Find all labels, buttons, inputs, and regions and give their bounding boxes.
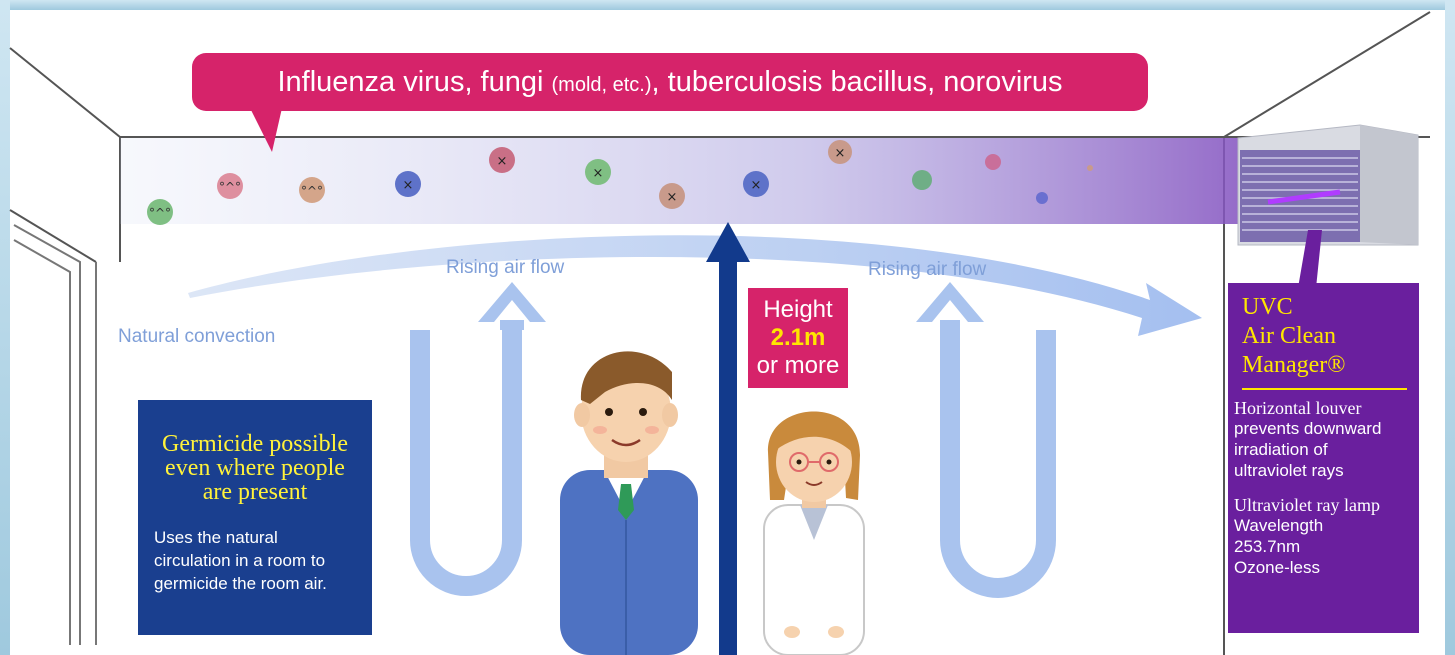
height-label: Height [763,296,833,323]
svg-text:×: × [593,166,604,181]
uvc-louver-line: ultraviolet rays [1234,461,1344,480]
uvc-lamp-title: Ultraviolet ray lamp [1234,495,1380,515]
germicide-description: Uses the natural circulation in a room t… [154,526,372,595]
uv-irradiation-band [120,138,1360,224]
rising-flow-right-arrow [940,320,1056,598]
uvc-lamp-line: Wavelength [1234,516,1324,535]
callout-paren: (mold, etc.) [551,74,652,96]
uvc-divider [1242,388,1407,390]
height-box: Height 2.1m or more [748,288,848,388]
microbe-icon: °^° [147,199,173,225]
microbe-icon [1036,192,1048,204]
germicide-desc-line: germicide the room air. [154,574,327,593]
rising-air-flow-label-left: Rising air flow [446,257,565,278]
height-arrow-head [706,222,750,262]
outer-frame-top [0,0,1455,10]
callout-main: Influenza virus, fungi [277,66,544,98]
microbe-icon: × [743,171,769,197]
callout-rest: , tuberculosis bacillus, norovirus [651,66,1063,98]
uvc-name-line: UVC [1242,294,1293,320]
uvc-louver-line: prevents downward [1234,419,1382,438]
uvc-pointer [1298,230,1322,288]
microbe-icon: × [659,183,685,209]
svg-text:×: × [403,178,414,193]
germicide-title-line: are present [202,479,308,505]
height-arrow-shaft [719,258,737,655]
uvc-name-line: Air Clean [1242,323,1336,349]
svg-text:°^°: °^° [219,180,241,194]
microbe-icon: × [395,171,421,197]
outer-frame-right [1445,0,1455,655]
woman-figure [763,411,865,655]
uvc-device-icon [1237,124,1419,246]
svg-text:×: × [835,146,846,161]
uvc-name-line: Manager® [1242,352,1346,378]
microbe-icon: × [585,159,611,185]
microbe-icons: °^° °^° °^° × × × × × × [147,140,1093,225]
uvc-lamp-line: 253.7nm [1234,537,1301,556]
rising-flow-left-arrow [410,320,522,596]
microbe-icon: °^° [299,177,325,203]
svg-text:°^°: °^° [301,184,323,198]
germicide-title-line: even where people [165,455,345,481]
door-frame [13,224,97,645]
uvc-lamp-line: Ozone-less [1234,558,1320,577]
uvc-product-name: UVC Air Clean Manager® [1242,293,1419,380]
svg-text:×: × [667,190,678,205]
uvc-info-box: UVC Air Clean Manager® Horizontal louver… [1228,283,1419,633]
height-suffix: or more [756,352,840,379]
natural-convection-arrow [188,235,1202,336]
germicide-title-line: Germicide possible [162,431,348,457]
microbe-callout-banner: Influenza virus, fungi (mold, etc.), tub… [192,53,1148,111]
germicide-desc-line: circulation in a room to [154,551,326,570]
rising-flow-right-head [916,282,984,322]
uvc-louver-line: Horizontal louver [1234,398,1362,418]
microbe-icon: × [489,147,515,173]
svg-text:×: × [497,154,508,169]
rising-flow-left-head [478,282,546,322]
germicide-desc-line: Uses the natural [154,528,278,547]
germicide-title: Germicide possible even where people are… [138,432,372,504]
microbe-icon: × [828,140,852,164]
uvc-lamp-text: Ultraviolet ray lamp Wavelength 253.7nm … [1228,495,1419,578]
microbe-icon [1087,165,1093,171]
rising-air-flow-label-right: Rising air flow [868,259,987,280]
microbe-icon: °^° [217,173,243,199]
microbe-icon [985,154,1001,170]
natural-convection-label: Natural convection [118,326,276,347]
callout-tail [250,108,282,152]
microbe-icon [912,170,932,190]
svg-text:°^°: °^° [149,206,171,220]
height-value: 2.1m [770,324,826,351]
svg-text:×: × [751,178,762,193]
outer-frame-left [0,0,10,655]
uvc-louver-line: irradiation of [1234,440,1328,459]
uvc-louver-text: Horizontal louver prevents downward irra… [1228,398,1419,481]
man-figure [560,351,698,655]
germicide-info-box: Germicide possible even where people are… [138,400,372,635]
